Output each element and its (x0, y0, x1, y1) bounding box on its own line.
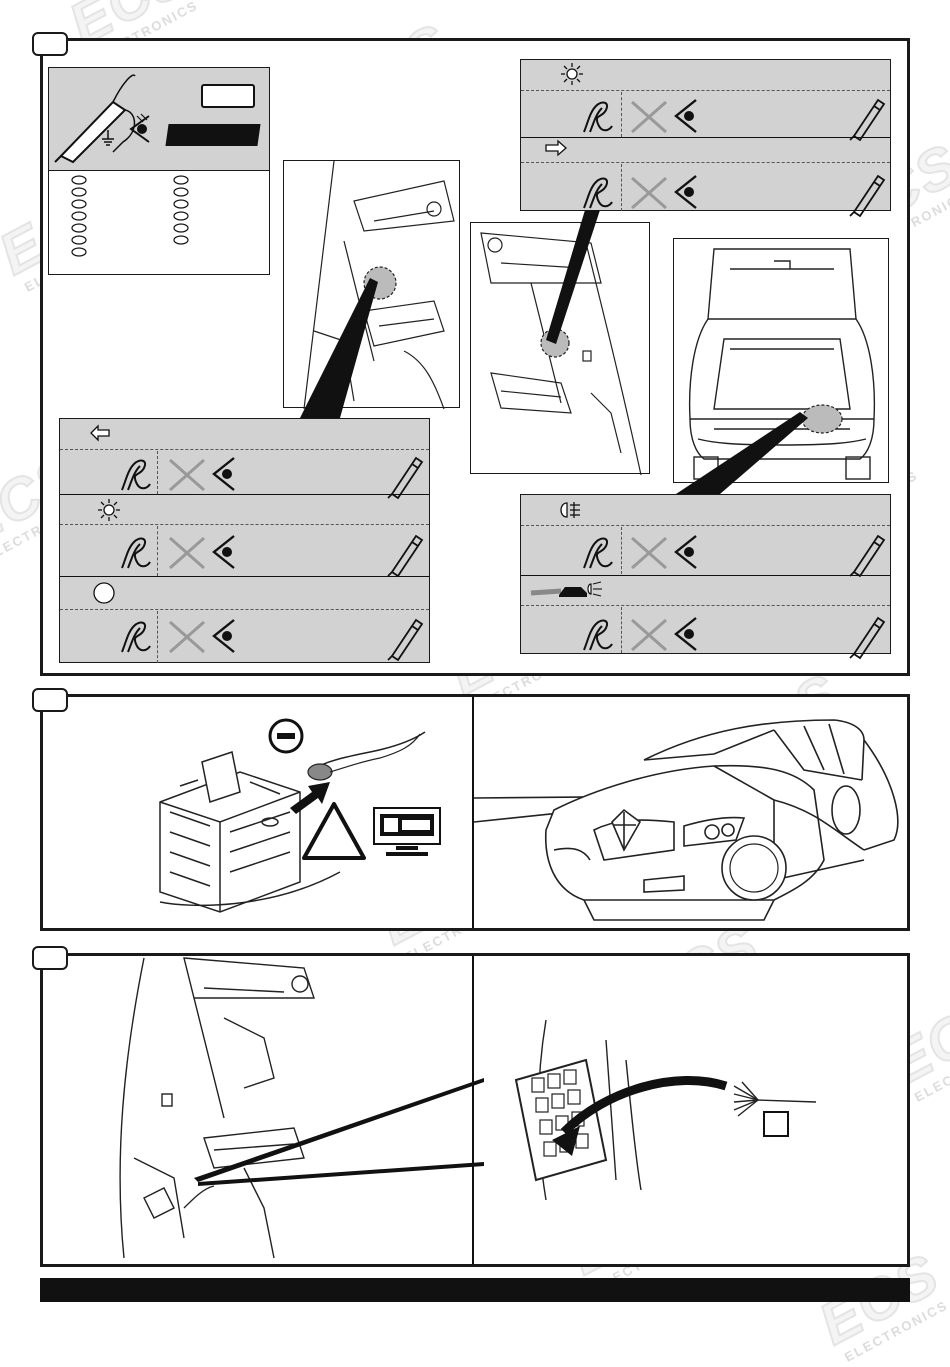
panel-3-divider (472, 956, 474, 1264)
car-front-illustration (473, 719, 899, 921)
right-bottom-connector-table (520, 494, 891, 654)
sun-light-icon (98, 499, 120, 521)
wire-cross-eye-pen-row (583, 534, 886, 578)
pen-icon (849, 616, 886, 660)
right-top-connector-table (520, 59, 891, 211)
eye-icon (674, 175, 697, 209)
pen-icon (387, 456, 424, 500)
wire-cross-eye-pen-row (121, 618, 424, 662)
cross-icon (631, 618, 667, 652)
step-number-badge-3 (32, 946, 68, 970)
cross-icon (169, 458, 205, 492)
minus-terminal-icon (268, 718, 304, 754)
pen-icon (849, 98, 886, 142)
ground-symbol-icon (102, 130, 114, 146)
step-number-badge-2 (32, 688, 68, 712)
pen-icon (849, 174, 886, 218)
indicator-off-box (201, 84, 255, 108)
trunk-right-illustration (470, 222, 650, 476)
cross-icon (631, 536, 667, 570)
wire-icon (121, 459, 151, 491)
reverse-car-icon (530, 581, 602, 597)
wire-icon (583, 619, 613, 651)
eye-icon (212, 619, 235, 653)
car-rear-illustration (673, 238, 889, 483)
socket-and-wire-illustration (514, 1019, 817, 1201)
pen-icon (387, 534, 424, 578)
battery-illustration (159, 731, 426, 913)
wire-icon (583, 177, 613, 209)
step-number-badge-1 (32, 32, 68, 56)
cross-icon (631, 176, 667, 210)
warning-triangle-icon (302, 802, 366, 860)
footer-bar (40, 1278, 910, 1302)
pin-list (71, 175, 189, 257)
test-lamp-box (48, 67, 270, 275)
wire-cross-eye-pen-row (121, 534, 424, 578)
eye-icon (212, 457, 235, 491)
fog-light-icon (560, 502, 580, 518)
wire-icon (121, 537, 151, 569)
left-arrow-icon (90, 424, 110, 442)
sun-light-icon (561, 63, 583, 85)
cross-icon (169, 620, 205, 654)
wire-icon (583, 537, 613, 569)
wire-cross-eye-pen-row (583, 616, 886, 660)
monitor-icon (373, 807, 441, 856)
left-connector-table (59, 418, 430, 663)
pen-icon (387, 618, 424, 662)
right-arrow-icon (545, 139, 567, 157)
eye-icon (129, 113, 150, 143)
test-lamp-probe-icon (54, 74, 136, 164)
wire-cross-eye-pen-row (583, 174, 886, 218)
trunk-interior-illustration (119, 957, 484, 1259)
panel-2-divider (472, 697, 474, 928)
eye-icon (674, 617, 697, 651)
wire-cross-eye-pen-row (121, 456, 424, 500)
wire-icon (583, 101, 613, 133)
panel-1-overlay (300, 210, 808, 494)
circle-icon (93, 582, 115, 604)
cross-icon (169, 536, 205, 570)
cross-icon (631, 100, 667, 134)
eye-icon (674, 99, 697, 133)
wire-cross-eye-pen-row (583, 98, 886, 142)
eye-icon (674, 535, 697, 569)
pen-icon (849, 534, 886, 578)
wire-icon (121, 621, 151, 653)
step-panel-3 (40, 953, 910, 1267)
eye-icon (212, 535, 235, 569)
